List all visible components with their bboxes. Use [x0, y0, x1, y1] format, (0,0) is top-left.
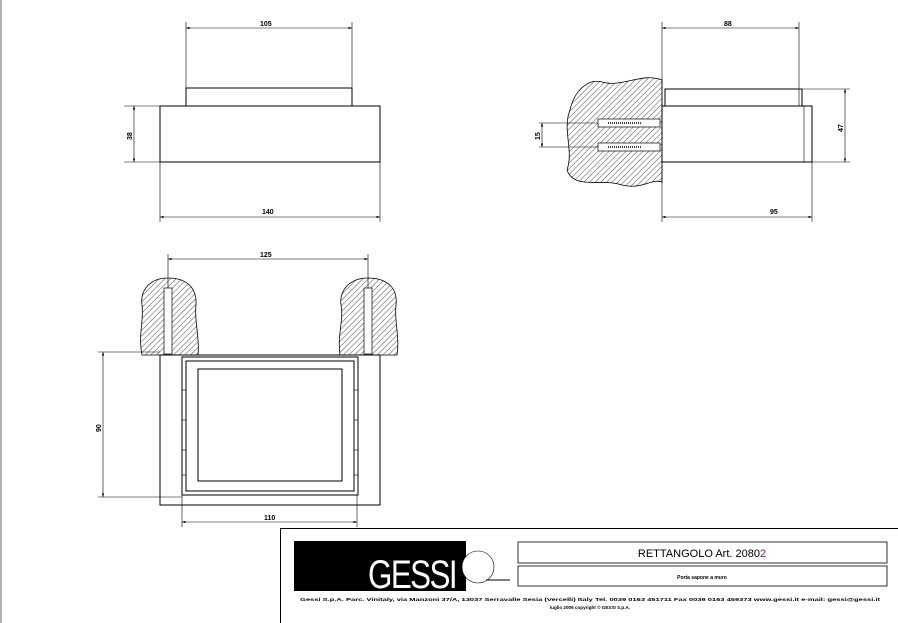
wall-anchor: [597, 118, 661, 152]
drawing-title: RETTANGOLO Art. 20802: [638, 548, 766, 560]
drawing-subtitle: Porta sapone a muro: [677, 575, 727, 581]
company-address: Gessi S.p.A. Parc. Vinitaly, via Manzoni…: [300, 597, 881, 602]
dimension-label: 125: [260, 252, 272, 259]
dimension-label: 15: [535, 132, 542, 140]
base-outline: [159, 105, 381, 163]
dimension-label: 110: [264, 515, 275, 522]
gessi-logo: GESSI: [294, 541, 510, 597]
logo-text: GESSI: [368, 553, 456, 597]
top-body-outline: [664, 88, 803, 107]
title-block: GESSI RETTANGOLO Art. 20802 Porta sapone…: [280, 528, 898, 623]
dimension-label: 38: [127, 132, 134, 140]
dimension-label: 88: [724, 21, 732, 28]
soap-dish-tray: [197, 368, 343, 482]
dimension-label: 90: [96, 424, 103, 432]
copyright: luglio 2006 copyright © GESSI S.p.A.: [550, 604, 630, 610]
side-view: 88 95 47 15: [535, 21, 850, 222]
front-view: 125 110 90: [96, 252, 399, 527]
top-body-outline: [185, 87, 353, 107]
base-outline: [661, 105, 813, 163]
dimension-label: 105: [260, 21, 272, 28]
top-view: 105 140 38: [124, 21, 381, 222]
soap-dish-frame-inner: [185, 360, 355, 492]
wall-anchor: [363, 287, 373, 355]
dimension-label: 47: [838, 124, 845, 132]
dimension-label: 140: [262, 209, 274, 216]
dimension-label: 95: [770, 209, 778, 216]
base-outline: [159, 354, 381, 506]
wall-anchor: [163, 287, 173, 355]
wall-section: [566, 77, 663, 187]
soap-dish-frame: [181, 356, 359, 496]
